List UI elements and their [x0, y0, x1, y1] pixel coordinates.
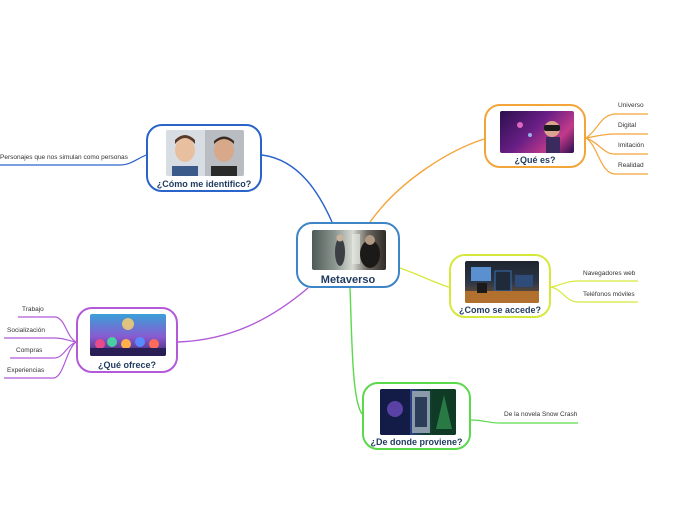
branch-node-que-ofrece[interactable]: ¿Qué ofrece?: [76, 307, 178, 373]
branch-node-de-donde[interactable]: ¿De donde proviene?: [362, 382, 471, 450]
link-leaf-universo: [585, 113, 648, 139]
metaverso-image: [312, 230, 386, 270]
que-ofrece-title: ¿Qué ofrece?: [97, 360, 156, 370]
link-leaf-realidad: [585, 137, 648, 175]
leaf-compras[interactable]: Compras: [16, 347, 43, 354]
que-es-title: ¿Qué es?: [514, 155, 556, 165]
leaf-imitacion[interactable]: Imitación: [618, 142, 645, 149]
metaverse-crowd-image: [90, 314, 166, 356]
leaf-personajes[interactable]: Personajes que nos simulan como personas: [0, 154, 128, 161]
como-identifico-title: ¿Cómo me identifico?: [156, 179, 252, 189]
link-leaf-imitacion: [585, 137, 648, 155]
branch-node-como-identifico[interactable]: ¿Cómo me identifico?: [146, 124, 262, 192]
link-leaf-telefonos: [550, 286, 638, 303]
vr-headset-image: [500, 111, 574, 153]
leaf-socializacion[interactable]: Socialización: [7, 327, 45, 334]
link-que-es: [369, 138, 485, 223]
como-accede-title: ¿Como se accede?: [458, 305, 542, 315]
branch-node-que-es[interactable]: ¿Qué es?: [484, 104, 586, 168]
link-como-identifico: [261, 154, 333, 223]
leaf-digital[interactable]: Digital: [618, 122, 637, 129]
access-devices-image: [465, 261, 539, 303]
link-leaf-snow-crash: [470, 419, 578, 424]
link-leaf-personajes: [0, 154, 147, 166]
leaf-experiencias[interactable]: Experiencias: [7, 367, 45, 374]
link-leaf-compras: [10, 341, 77, 359]
avatar-comparison-image: [166, 130, 244, 176]
leaf-realidad[interactable]: Realidad: [618, 162, 644, 169]
leaf-navegadores-web[interactable]: Navegadores web: [583, 270, 636, 277]
center-title: Metaverso: [320, 274, 376, 286]
leaf-universo[interactable]: Universo: [618, 102, 644, 109]
link-de-donde: [349, 287, 363, 415]
link-leaf-experiencias: [4, 341, 77, 379]
link-como-accede: [399, 267, 450, 288]
link-leaf-socializacion: [4, 337, 77, 343]
link-leaf-digital: [585, 133, 648, 139]
snow-crash-image: [380, 389, 456, 435]
leaf-telefonos-moviles[interactable]: Teléfonos móviles: [583, 291, 635, 298]
link-leaf-trabajo: [18, 316, 77, 343]
center-node-metaverso[interactable]: Metaverso: [296, 222, 400, 288]
link-leaf-navegadores: [550, 280, 638, 288]
link-que-ofrece: [177, 287, 309, 343]
branch-node-como-accede[interactable]: ¿Como se accede?: [449, 254, 551, 318]
leaf-trabajo[interactable]: Trabajo: [22, 306, 44, 313]
leaf-snow-crash[interactable]: De la novela Snow Crash: [504, 411, 578, 418]
de-donde-title: ¿De donde proviene?: [370, 437, 463, 447]
